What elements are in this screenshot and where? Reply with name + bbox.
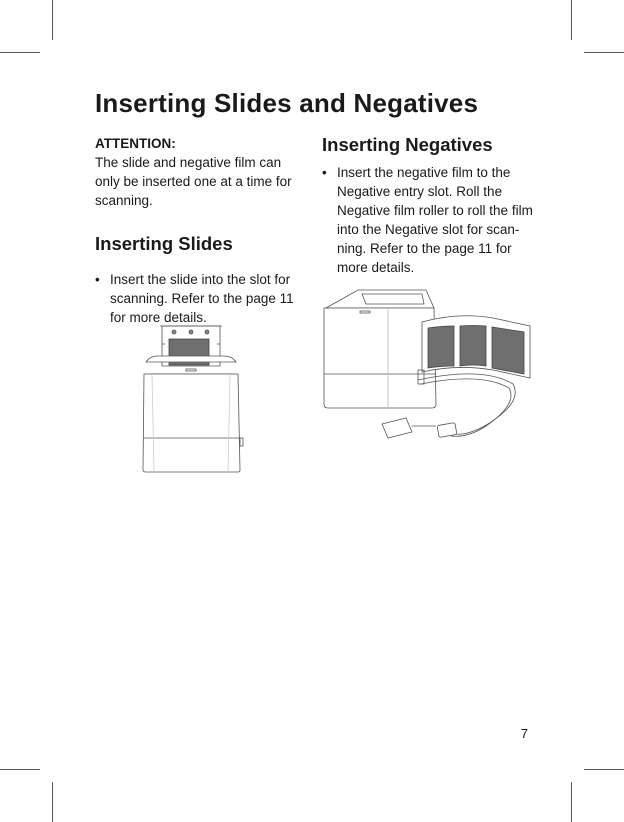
inserting-slides-heading: Inserting Slides bbox=[95, 233, 233, 254]
crop-mark-bottom-right bbox=[571, 782, 572, 822]
crop-mark-top-right bbox=[571, 0, 572, 40]
right-column: Inserting Negatives • Insert the negativ… bbox=[322, 134, 534, 277]
slide-scanner-illustration bbox=[142, 325, 244, 473]
bullet-line: Insert the negative film to the bbox=[337, 165, 511, 180]
slides-bullet: • Insert the slide into the slot for sca… bbox=[95, 270, 300, 327]
bullet-line: Negative film roller to roll the film bbox=[337, 203, 533, 218]
bullet-line: scanning. Refer to the page 11 bbox=[110, 291, 294, 306]
bullet-line: Insert the slide into the slot for bbox=[110, 272, 291, 287]
crop-mark-top-left bbox=[52, 0, 53, 40]
crop-mark-top-right-h bbox=[584, 52, 624, 53]
page-title: Inserting Slides and Negatives bbox=[95, 88, 479, 118]
crop-mark-bottom-left-h bbox=[0, 769, 40, 770]
bullet-line: more details. bbox=[337, 260, 415, 275]
bullet-marker: • bbox=[322, 165, 327, 180]
left-column: ATTENTION: The slide and negative film c… bbox=[95, 134, 300, 327]
crop-mark-bottom-right-h bbox=[584, 769, 624, 770]
bullet-line: into the Negative slot for scan- bbox=[337, 222, 520, 237]
attention-label: ATTENTION: bbox=[95, 136, 176, 151]
crop-mark-bottom-left bbox=[52, 782, 53, 822]
page-number: 7 bbox=[520, 726, 528, 741]
bullet-marker: • bbox=[95, 272, 100, 287]
attention-line: only be inserted one at a time for bbox=[95, 174, 292, 189]
bullet-line: Negative entry slot. Roll the bbox=[337, 184, 503, 199]
negatives-bullet: • Insert the negative film to the Negati… bbox=[322, 163, 534, 277]
bullet-line: ning. Refer to the page 11 for bbox=[337, 241, 512, 256]
attention-text: The slide and negative film can only be … bbox=[95, 153, 300, 210]
negative-scanner-illustration bbox=[323, 289, 531, 439]
crop-mark-top-left-h bbox=[0, 52, 40, 53]
inserting-negatives-heading: Inserting Negatives bbox=[322, 134, 493, 155]
attention-line: The slide and negative film can bbox=[95, 155, 282, 170]
attention-line: scanning. bbox=[95, 193, 153, 208]
bullet-line: for more details. bbox=[110, 310, 207, 325]
